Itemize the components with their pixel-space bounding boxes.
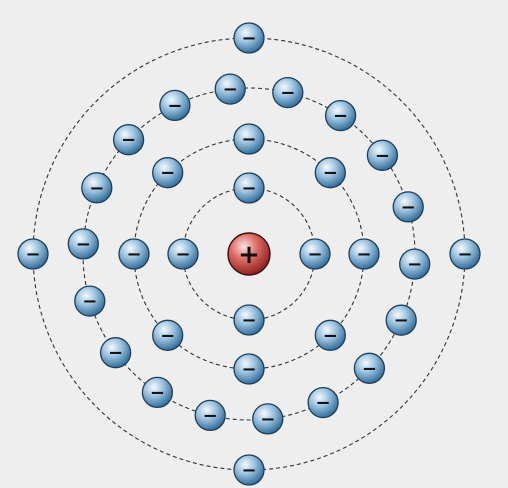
electron-sign: −: [150, 382, 165, 403]
electron-sign: −: [362, 358, 377, 379]
electron: −: [153, 158, 183, 188]
electron: −: [75, 286, 105, 316]
electron: −: [450, 239, 480, 269]
electron: −: [234, 173, 264, 203]
electron-sign: −: [407, 254, 422, 275]
electron-sign: −: [108, 343, 123, 364]
electron-sign: −: [82, 291, 97, 312]
electron-sign: −: [241, 460, 256, 481]
electron-sign: −: [260, 409, 275, 430]
electron-sign: −: [76, 234, 91, 255]
electron: −: [195, 400, 225, 430]
electron: −: [168, 239, 198, 269]
electron: −: [234, 305, 264, 335]
electron: −: [234, 455, 264, 485]
electron-sign: −: [203, 405, 218, 426]
electron-sign: −: [241, 310, 256, 331]
electron-sign: −: [457, 244, 472, 265]
electron: −: [367, 140, 397, 170]
electron-sign: −: [241, 28, 256, 49]
electron-sign: −: [316, 393, 331, 414]
electron-sign: −: [375, 145, 390, 166]
electron: −: [234, 124, 264, 154]
nucleus: +: [228, 233, 270, 275]
electron: −: [315, 158, 345, 188]
electron: −: [68, 229, 98, 259]
electron-sign: −: [307, 244, 322, 265]
electron-sign: −: [160, 163, 175, 184]
electron: −: [273, 78, 303, 108]
electron-sign: −: [323, 325, 338, 346]
electron-sign: −: [356, 244, 371, 265]
electron: −: [114, 125, 144, 155]
electron: −: [300, 239, 330, 269]
electron-sign: −: [223, 79, 238, 100]
electron: −: [215, 74, 245, 104]
nucleus-sign: +: [238, 240, 260, 270]
electron: −: [308, 388, 338, 418]
electron-sign: −: [175, 244, 190, 265]
electron-sign: −: [25, 244, 40, 265]
electron: −: [101, 338, 131, 368]
electron-sign: −: [333, 106, 348, 127]
electron-sign: −: [241, 178, 256, 199]
electron-sign: −: [89, 178, 104, 199]
electron-sign: −: [323, 163, 338, 184]
electron: −: [119, 239, 149, 269]
electron-sign: −: [394, 310, 409, 331]
electron-sign: −: [126, 244, 141, 265]
electron: −: [234, 354, 264, 384]
electron-sign: −: [241, 359, 256, 380]
electron: −: [82, 173, 112, 203]
electron-sign: −: [241, 129, 256, 150]
electron: −: [354, 353, 384, 383]
electron: −: [234, 23, 264, 53]
electron-sign: −: [401, 197, 416, 218]
electron: −: [393, 192, 423, 222]
electron: −: [18, 239, 48, 269]
electron: −: [326, 101, 356, 131]
electron: −: [153, 320, 183, 350]
electron-sign: −: [121, 130, 136, 151]
electron: −: [349, 239, 379, 269]
electron: −: [400, 249, 430, 279]
electron: −: [315, 320, 345, 350]
electron: −: [142, 377, 172, 407]
electron-sign: −: [160, 325, 175, 346]
electron-sign: −: [167, 95, 182, 116]
electron-sign: −: [280, 83, 295, 104]
electron: −: [386, 305, 416, 335]
electron: −: [160, 90, 190, 120]
electron: −: [253, 404, 283, 434]
